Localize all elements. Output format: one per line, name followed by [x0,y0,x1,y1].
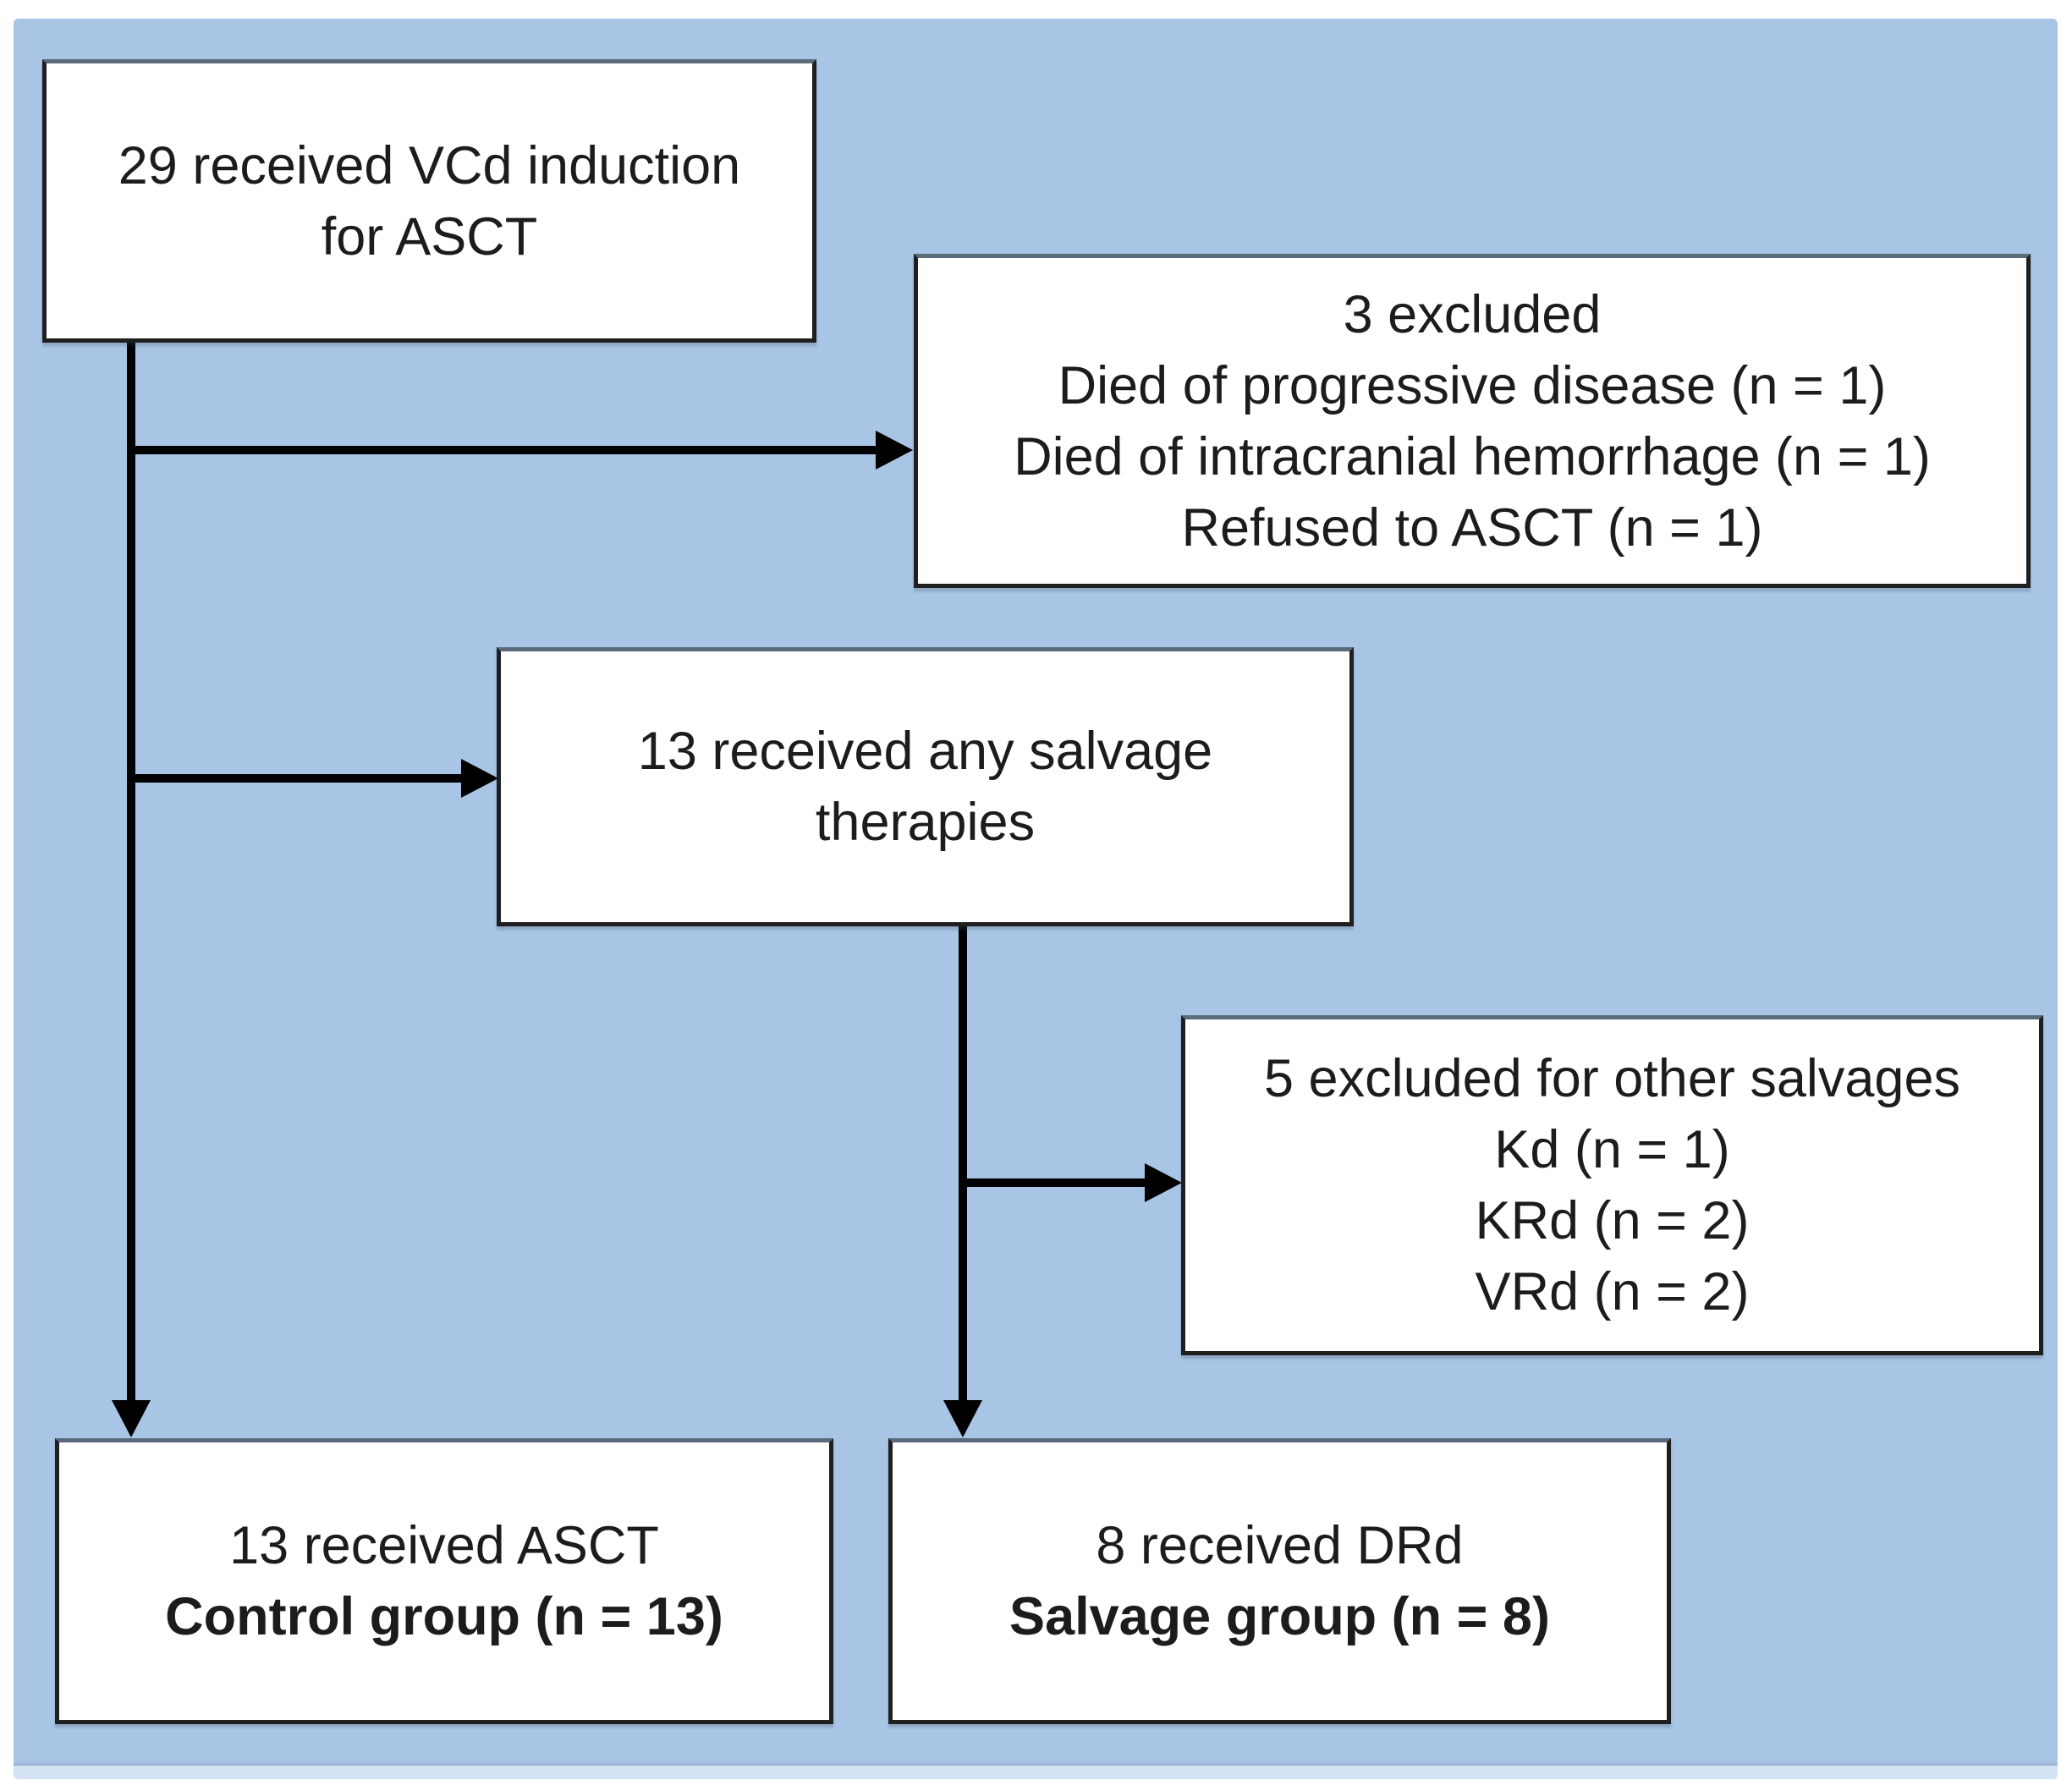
node-excluded-asct-line1: 3 excluded [1343,284,1602,344]
node-excluded-asct-line2: Died of progressive disease (n = 1) [1058,355,1887,415]
node-excluded-salvage-line2: Kd (n = 1) [1494,1120,1730,1179]
connector-to-excluded-salvage-line [959,1178,1145,1187]
node-salvage-group-line2: Salvage group (n = 8) [1009,1587,1550,1646]
node-excluded-salvage: 5 excluded for other salvages Kd (n = 1)… [1181,1015,2043,1355]
node-excluded-asct-line4: Refused to ASCT (n = 1) [1181,497,1763,558]
node-excluded-asct-line3: Died of intracranial hemorrhage (n = 1) [1014,426,1931,486]
node-excluded-salvage-line4: VRd (n = 2) [1475,1262,1750,1321]
node-control-group-line2: Control group (n = 13) [165,1587,723,1646]
node-any-salvage-line1: 13 received any salvage [637,722,1213,781]
node-control-group-line1: 13 received ASCT [229,1516,659,1575]
node-vcd-induction-line1: 29 received VCd induction [118,135,741,195]
arrowhead-into-control-box [112,1400,151,1437]
node-control-group: 13 received ASCT Control group (n = 13) [55,1438,833,1724]
node-any-salvage-line2: therapies [815,793,1036,852]
connector-any-salvage-to-salvage-group-line [959,925,967,1400]
node-excluded-salvage-line3: KRd (n = 2) [1475,1191,1750,1250]
node-salvage-group: 8 received DRd Salvage group (n = 8) [888,1438,1671,1724]
node-excluded-salvage-line1: 5 excluded for other salvages [1264,1049,1960,1108]
node-salvage-group-line1: 8 received DRd [1096,1516,1464,1575]
panel-bottom-highlight [14,1763,2058,1779]
node-vcd-induction: 29 received VCd induction for ASCT [42,59,816,343]
connector-to-excluded-asct-line [127,446,876,454]
arrowhead-into-excluded-salvage-box [1145,1163,1182,1202]
node-vcd-induction-line2: for ASCT [321,206,538,266]
connector-induction-to-control-line [127,341,135,1400]
connector-to-any-salvage-line [127,774,461,783]
node-excluded-asct: 3 excluded Died of progressive disease (… [914,254,2031,588]
arrowhead-into-any-salvage-box [461,759,498,798]
node-any-salvage: 13 received any salvage therapies [497,647,1354,926]
arrowhead-into-salvage-group-box [943,1400,982,1437]
arrowhead-into-excluded-asct-box [876,431,913,470]
